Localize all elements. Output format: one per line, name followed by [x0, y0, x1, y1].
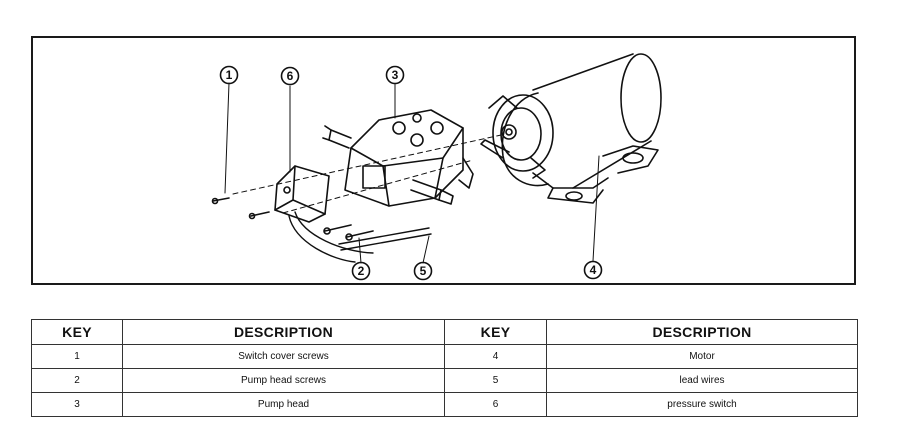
key-cell: 4: [444, 344, 547, 369]
table-row: 2 Pump head screws 5 lead wires: [31, 368, 858, 393]
key-cell: 6: [444, 392, 547, 417]
motor-drawing: [480, 53, 662, 204]
header-description-left: DESCRIPTION: [122, 319, 445, 345]
pressure-switch-drawing: [274, 165, 432, 263]
pump-head-drawing: [322, 109, 474, 207]
description-cell: pressure switch: [546, 392, 858, 417]
parts-key-table: KEY DESCRIPTION KEY DESCRIPTION 1 Switch…: [31, 319, 858, 417]
callout-1: 1: [226, 68, 233, 82]
description-cell: lead wires: [546, 368, 858, 393]
callout-5: 5: [420, 264, 427, 278]
callout-2: 2: [358, 264, 365, 278]
description-cell: Pump head screws: [122, 368, 445, 393]
key-cell: 5: [444, 368, 547, 393]
callout-4: 4: [590, 263, 597, 277]
key-cell: 3: [31, 392, 123, 417]
screws-drawing: [211, 197, 374, 241]
callout-6: 6: [287, 69, 294, 83]
callout-3: 3: [392, 68, 399, 82]
description-cell: Motor: [546, 344, 858, 369]
header-key-right: KEY: [444, 319, 547, 345]
header-key-left: KEY: [31, 319, 123, 345]
header-description-right: DESCRIPTION: [546, 319, 858, 345]
pump-exploded-diagram: 1 6 3 2 5 4: [211, 53, 662, 281]
table-row: 3 Pump head 6 pressure switch: [31, 392, 858, 417]
key-cell: 2: [31, 368, 123, 393]
description-cell: Switch cover screws: [122, 344, 445, 369]
table-header-row: KEY DESCRIPTION KEY DESCRIPTION: [31, 319, 858, 345]
exploded-diagram-frame: 1 6 3 2 5 4: [31, 36, 856, 285]
key-cell: 1: [31, 344, 123, 369]
description-cell: Pump head: [122, 392, 445, 417]
table-row: 1 Switch cover screws 4 Motor: [31, 344, 858, 369]
